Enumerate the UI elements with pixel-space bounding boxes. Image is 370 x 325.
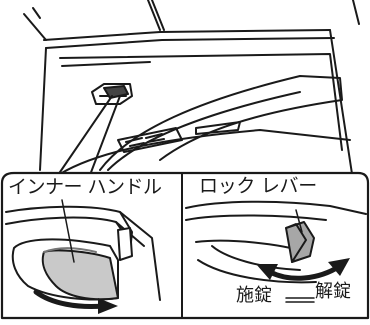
door-panel bbox=[23, 0, 360, 201]
handle-detail bbox=[5, 199, 161, 314]
unlock-label: 解錠 bbox=[315, 281, 351, 302]
leader-line bbox=[57, 95, 113, 176]
inner-handle-lever bbox=[41, 249, 119, 301]
inner-handle-label: インナー ハンドル bbox=[8, 176, 162, 198]
panel-handle bbox=[103, 85, 129, 99]
handle-label-leader bbox=[61, 199, 75, 263]
leader-line bbox=[89, 95, 121, 176]
lock-lever bbox=[285, 221, 315, 263]
switch-panel bbox=[117, 127, 183, 153]
lever-detail bbox=[185, 200, 367, 303]
double-headed-curved-arrow-icon bbox=[267, 263, 343, 281]
lock-label: 施錠 bbox=[236, 285, 272, 306]
lock-lever-label: ロック レバー bbox=[199, 175, 317, 197]
curved-arrow-right-icon bbox=[33, 289, 107, 309]
